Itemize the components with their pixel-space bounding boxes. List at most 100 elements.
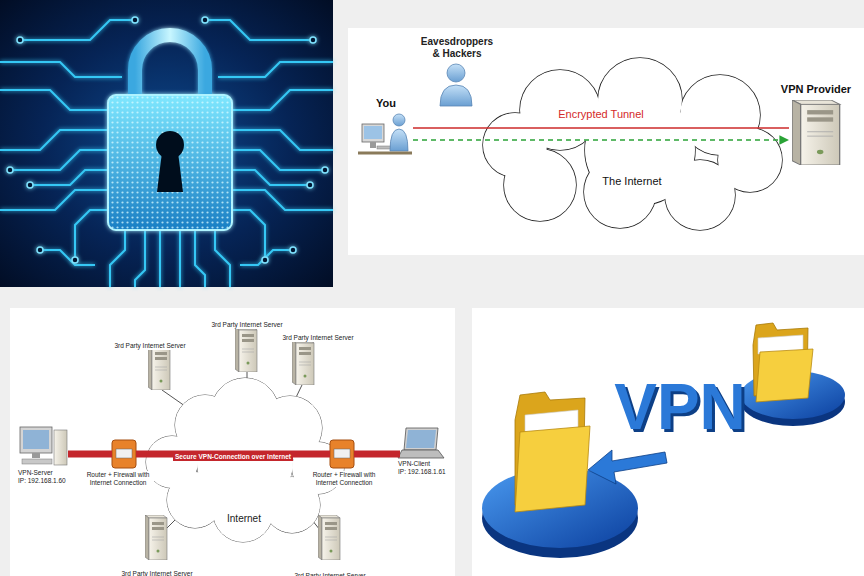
trace-pad bbox=[17, 37, 23, 43]
user-at-computer-icon bbox=[358, 114, 412, 153]
circuit-trace bbox=[0, 130, 108, 150]
desktop-computer-icon bbox=[32, 453, 40, 458]
trace-pad bbox=[7, 17, 328, 263]
node-label: You bbox=[376, 97, 396, 110]
transfer-arrow bbox=[588, 450, 667, 484]
trace-pad bbox=[202, 17, 208, 23]
desktop-computer-icon bbox=[20, 427, 67, 465]
connector-line bbox=[413, 127, 789, 129]
edge-label: Encrypted Tunnel bbox=[556, 108, 646, 121]
server-icon bbox=[318, 515, 340, 560]
label-holder: 3rd Party Internet Server bbox=[284, 564, 376, 576]
circuit-trace bbox=[30, 170, 108, 185]
circuit-trace bbox=[159, 230, 161, 287]
circuit-trace bbox=[75, 210, 108, 260]
network-panel bbox=[10, 308, 455, 576]
label-holder: 3rd Party Internet Server bbox=[272, 326, 364, 344]
internet-cloud bbox=[197, 414, 293, 510]
node-caption: VPN Provider bbox=[778, 83, 854, 96]
node-label: VPN Provider bbox=[781, 83, 851, 96]
vpn-logo-panel bbox=[472, 308, 864, 576]
desktop-computer-icon bbox=[54, 430, 67, 465]
router-firewall-icon bbox=[334, 449, 350, 458]
trace-pad bbox=[322, 167, 328, 173]
icon-node: Router + Firewall with Internet Connecti… bbox=[330, 440, 354, 468]
laptop-icon bbox=[406, 430, 436, 448]
logo-text: VPN bbox=[614, 375, 746, 439]
node-label: Router + Firewall with Internet Connecti… bbox=[308, 471, 380, 487]
trace-pad bbox=[290, 247, 296, 253]
circuit-panel bbox=[0, 0, 333, 287]
circuit-trace bbox=[0, 190, 108, 210]
connector-line bbox=[354, 451, 400, 458]
person-icon bbox=[447, 64, 465, 82]
server-icon bbox=[145, 515, 167, 560]
laptop-icon bbox=[404, 428, 438, 450]
circuit-trace bbox=[218, 62, 333, 77]
trace-pad bbox=[132, 17, 138, 23]
internet-cloud bbox=[483, 113, 547, 177]
folder-icon bbox=[515, 426, 590, 512]
internet-cloud bbox=[483, 113, 547, 177]
router-firewall-icon bbox=[112, 440, 136, 468]
circuit-trace bbox=[179, 230, 181, 287]
internet-cloud bbox=[483, 58, 782, 230]
padlock-icon bbox=[108, 95, 232, 230]
connector-line bbox=[413, 139, 789, 141]
circuit-trace bbox=[20, 20, 135, 40]
circuit-trace bbox=[40, 250, 95, 265]
node-label: Router + Firewall with Internet Connecti… bbox=[82, 471, 154, 487]
text-label: 3rd Party Internet Server bbox=[114, 342, 185, 350]
circuit-trace bbox=[10, 150, 108, 170]
user-at-computer-icon bbox=[362, 124, 384, 142]
edge-label-holder: Secure VPN-Connection over Internet bbox=[173, 445, 293, 463]
edge-label-holder: Encrypted Tunnel bbox=[556, 104, 646, 122]
desktop-computer-icon bbox=[22, 459, 52, 464]
text-label: 3rd Party Internet Server bbox=[211, 321, 282, 329]
person-icon bbox=[440, 64, 472, 106]
trace-pad bbox=[27, 182, 33, 188]
internet-cloud bbox=[146, 378, 344, 542]
text-label: Eavesdroppers & Hackers bbox=[417, 36, 497, 60]
padlock-icon bbox=[108, 35, 232, 230]
circuit-trace bbox=[232, 90, 333, 110]
text-label: Internet bbox=[227, 513, 261, 525]
circuit-trace bbox=[135, 230, 145, 287]
node-label: IP: 192.168.1.61 bbox=[398, 468, 446, 476]
circuit-trace bbox=[240, 250, 293, 265]
edge-label: Secure VPN-Connection over Internet bbox=[173, 453, 293, 461]
node-label: VPN-Server bbox=[18, 469, 53, 477]
user-at-computer-icon bbox=[370, 142, 376, 148]
trace-pad bbox=[262, 257, 268, 263]
laptop-icon bbox=[398, 450, 444, 458]
trace-pad bbox=[37, 247, 43, 253]
circuit-trace bbox=[232, 150, 325, 170]
icon-node: VPN-ClientIP: 192.168.1.61 bbox=[400, 428, 442, 458]
circuit-trace bbox=[215, 230, 230, 287]
node-label: IP: 192.168.1.60 bbox=[18, 477, 66, 485]
label-holder: 3rd Party Internet Server bbox=[111, 562, 203, 576]
trace-pad bbox=[72, 257, 78, 263]
circuit-trace bbox=[0, 62, 122, 77]
label-holder: VPN bbox=[600, 375, 760, 439]
router-firewall-icon bbox=[330, 440, 354, 468]
node-caption: Router + Firewall with Internet Connecti… bbox=[82, 471, 154, 487]
user-at-computer-icon bbox=[393, 114, 405, 126]
server-icon bbox=[292, 340, 314, 385]
internet-cloud bbox=[146, 378, 344, 542]
padlock-icon bbox=[108, 95, 232, 230]
label-holder: Eavesdroppers & Hackers bbox=[417, 36, 497, 61]
desktop-computer-icon bbox=[23, 430, 49, 449]
padlock-icon bbox=[157, 152, 183, 192]
label-holder: 3rd Party Internet Server bbox=[201, 313, 293, 331]
internet-cloud bbox=[483, 58, 782, 230]
node-label: VPN-Client bbox=[398, 460, 430, 468]
circuit-trace bbox=[232, 170, 310, 185]
padlock-icon bbox=[135, 35, 205, 100]
person-icon bbox=[440, 85, 472, 106]
label-holder: 3rd Party Internet Server bbox=[104, 334, 196, 352]
icon-node: Router + Firewall with Internet Connecti… bbox=[112, 440, 136, 468]
router-firewall-icon bbox=[112, 440, 136, 468]
